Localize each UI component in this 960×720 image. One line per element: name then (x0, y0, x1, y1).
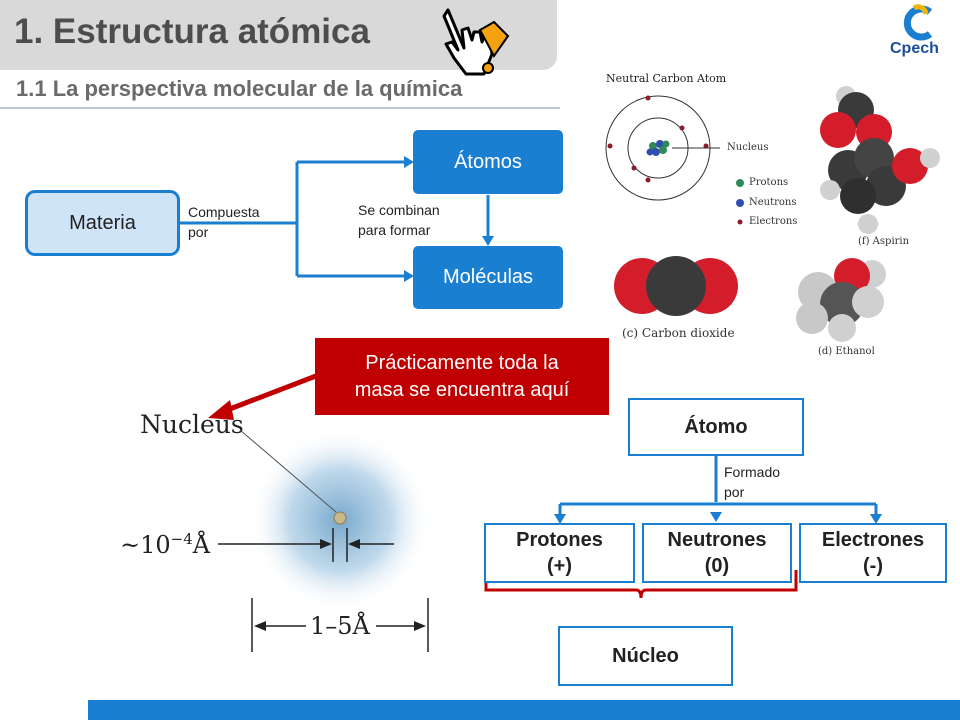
moleculas-box: Moléculas (413, 246, 563, 309)
compuesta-label: Compuesta por (188, 202, 260, 242)
compuesta-line2: por (188, 224, 209, 240)
electrones-line1: Electrones (821, 529, 925, 551)
formado-line2: por (724, 484, 745, 500)
combinan-line1: Se combinan (358, 202, 440, 218)
atomo-label: Átomo (684, 416, 748, 438)
legend-neutrons: Neutrons (749, 197, 797, 208)
nucleus-bracket (484, 570, 798, 599)
moleculas-label: Moléculas (442, 266, 534, 288)
nucleo-label: Núcleo (612, 645, 679, 667)
atomos-box: Átomos (413, 130, 563, 194)
nucleus-size-base: ~10 (120, 531, 171, 559)
footer-bar (88, 700, 960, 720)
legend-protons: Protons (749, 177, 789, 188)
callout-line1: Prácticamente toda la (365, 351, 559, 374)
atomo-box: Átomo (628, 398, 804, 456)
formado-label: Formado por (724, 462, 780, 502)
co2-caption: (c) Carbon dioxide (622, 326, 735, 340)
pointing-hand-icon (442, 8, 510, 76)
atom-tree-connectors (484, 456, 882, 599)
electrones-box: Electrones (-) (799, 523, 947, 583)
callout-arrow-icon (208, 373, 317, 420)
combinan-line2: para formar (358, 222, 431, 238)
nucleus-label: Nucleus (140, 410, 244, 439)
mass-callout: Prácticamente toda la masa se encuentra … (315, 338, 609, 415)
page-title: 1. Estructura atómica (14, 12, 370, 51)
ethanol-molecule-illustration (796, 258, 886, 342)
atom-nucleus-label: Nucleus (727, 142, 769, 153)
carbon-atom-title: Neutral Carbon Atom (606, 72, 727, 85)
combinan-label: Se combinan para formar (358, 200, 440, 240)
nucleus-size-label: ~10−4Å (120, 530, 210, 559)
aspirin-caption: (f) Aspirin (858, 236, 910, 247)
ethanol-caption: (d) Ethanol (818, 346, 875, 357)
subtitle-divider (0, 107, 560, 109)
materia-box: Materia (25, 190, 180, 256)
page-subtitle: 1.1 La perspectiva molecular de la quími… (16, 76, 463, 101)
logo-text: Cpech (890, 40, 939, 57)
nucleus-size-unit: Å (192, 531, 211, 559)
co2-molecule-illustration (614, 256, 738, 316)
atom-size-label: 1–5Å (310, 612, 370, 640)
neutrones-line1: Neutrones (667, 529, 767, 551)
carbon-atom-illustration (605, 95, 744, 225)
nucleus-scale-diagram (218, 428, 432, 652)
neutrones-line2: (0) (704, 555, 730, 577)
compuesta-line1: Compuesta (188, 204, 260, 220)
nucleus-size-exp: −4 (170, 530, 193, 548)
materia-label: Materia (69, 211, 136, 234)
protones-line2: (+) (547, 555, 572, 577)
legend-electrons: Electrons (749, 216, 798, 227)
logo-icon (903, 4, 933, 41)
atomos-label: Átomos (454, 150, 522, 173)
protones-line1: Protones (516, 529, 603, 551)
nucleo-box: Núcleo (558, 626, 733, 686)
flow-connectors (180, 156, 494, 282)
aspirin-molecule-illustration (820, 86, 940, 234)
formado-line1: Formado (724, 464, 781, 480)
protones-box: Protones (+) (484, 523, 635, 583)
neutrones-box: Neutrones (0) (642, 523, 792, 583)
callout-line2: masa se encuentra aquí (354, 378, 570, 401)
electrones-line2: (-) (863, 555, 883, 577)
cpech-logo: Cpech (884, 4, 956, 60)
